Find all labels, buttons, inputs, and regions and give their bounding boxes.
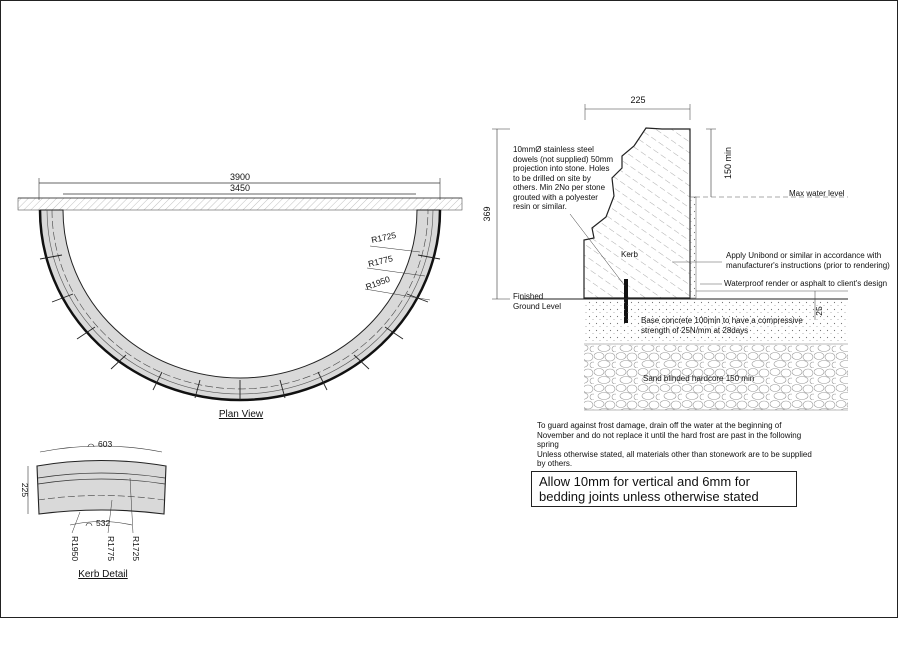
kerb-detail: 603 225 532 R1950 R1775 R1725 Kerb Detai… <box>20 439 167 580</box>
kerb-radius-1950: R1950 <box>70 536 80 561</box>
kerb-arc-532: 532 <box>96 518 110 528</box>
label-base-concrete-line: Base concrete 100min to have a compressi… <box>641 316 803 325</box>
dim-3900: 3900 <box>230 172 250 182</box>
plan-radius-1775: R1775 <box>367 253 394 269</box>
render-layer <box>689 196 697 299</box>
label-finished-ground-line: Ground Level <box>513 302 561 311</box>
label-max-water-level: Max water level <box>789 189 845 198</box>
kerb-width-225: 225 <box>20 483 30 497</box>
label-waterproof-render: Waterproof render or asphalt to client's… <box>724 279 887 288</box>
label-base-concrete-line: strength of 25N/mm at 28days <box>641 326 748 335</box>
label-unibond: Apply Unibond or similar in accordance w… <box>726 251 890 270</box>
drawing-frame <box>0 0 898 618</box>
label-sand-hardcore: Sand blinded hardcore 150 min <box>643 374 754 383</box>
plan-radius-1725: R1725 <box>370 230 397 245</box>
label-unibond-line: Apply Unibond or similar in accordance w… <box>726 251 881 260</box>
joint-allowance-box: Allow 10mm for vertical and 6mm for bedd… <box>531 471 797 507</box>
kerb-radius-1775: R1775 <box>106 536 116 561</box>
dim-3450: 3450 <box>230 183 250 193</box>
plan-radius-1950: R1950 <box>364 274 391 292</box>
frost-note: To guard against frost damage, drain off… <box>537 421 812 468</box>
label-unibond-line: manufacturer's instructions (prior to re… <box>726 261 890 270</box>
kerb-radius-1725: R1725 <box>131 536 141 561</box>
section-view: 225 369 150 min Max water level Kerb <box>482 95 890 411</box>
kerb-detail-block <box>36 459 167 515</box>
kerb-arc-603: 603 <box>98 439 112 449</box>
sand-hardcore <box>584 345 848 410</box>
kerb-detail-title: Kerb Detail <box>78 569 127 580</box>
plan-view: 3900 3450 R1725 <box>17 172 463 420</box>
section-dim-25: 25 <box>814 306 824 316</box>
plan-top-slab <box>17 197 463 211</box>
kerb-profile <box>583 127 691 299</box>
label-kerb: Kerb <box>621 250 638 259</box>
label-finished-ground: Finished Ground Level <box>513 292 561 311</box>
label-base-concrete: Base concrete 100min to have a compressi… <box>641 316 805 335</box>
section-dim-150: 150 min <box>723 147 733 179</box>
plan-view-title: Plan View <box>219 409 264 420</box>
dowel-note: 10mmØ stainless steel dowels (not suppli… <box>513 145 614 211</box>
section-dim-225: 225 <box>630 95 645 105</box>
base-concrete <box>584 299 848 344</box>
label-finished-ground-line: Finished <box>513 292 543 301</box>
section-dim-369: 369 <box>482 206 492 221</box>
